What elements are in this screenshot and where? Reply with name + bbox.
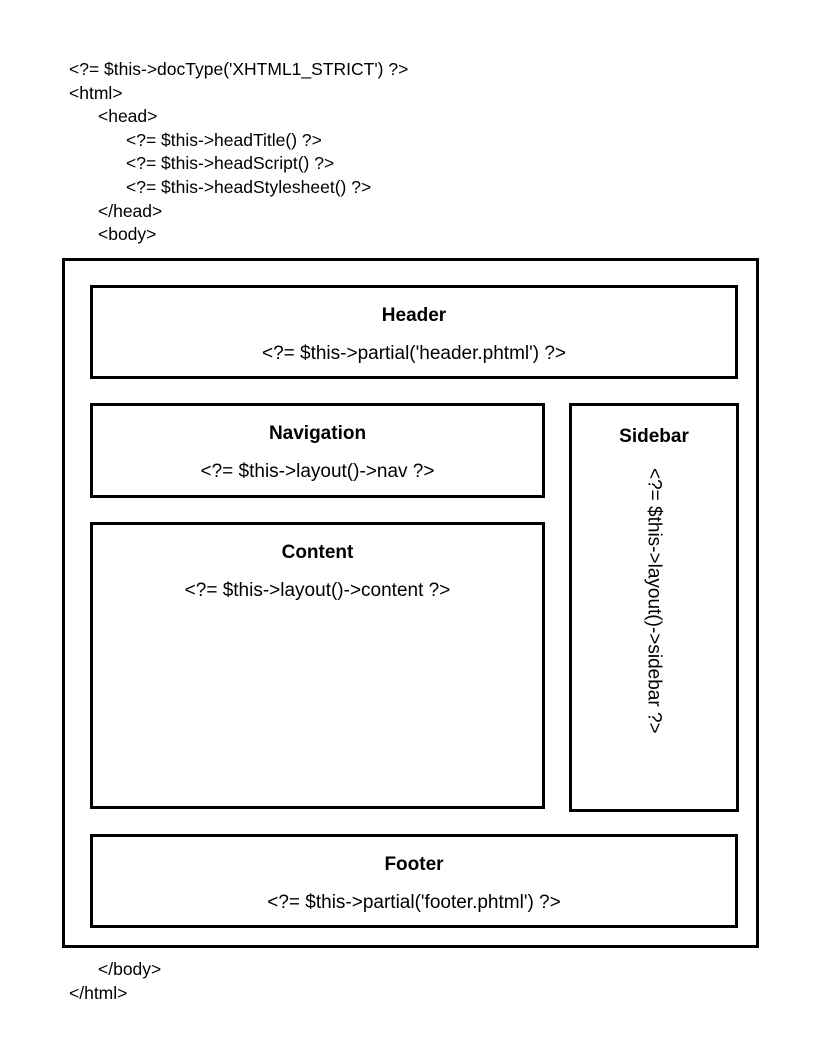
code-block-top: <?= $this->docType('XHTML1_STRICT') ?> <… xyxy=(69,58,589,247)
navigation-box: Navigation <?= $this->layout()->nav ?> xyxy=(90,403,545,498)
code-line: <?= $this->headStylesheet() ?> xyxy=(126,176,372,197)
sidebar-box: Sidebar <?= $this->layout()->sidebar ?> xyxy=(569,403,739,812)
header-box-code: <?= $this->partial('header.phtml') ?> xyxy=(261,343,567,364)
code-line: <html> xyxy=(69,82,123,103)
header-box: Header <?= $this->partial('header.phtml'… xyxy=(90,285,738,379)
code-line: </html> xyxy=(69,982,128,1003)
content-box-title: Content xyxy=(281,542,354,563)
navigation-box-title: Navigation xyxy=(268,423,367,444)
code-line: </body> xyxy=(98,959,162,979)
code-line: <head> xyxy=(98,106,158,127)
code-line: <?= $this->docType('XHTML1_STRICT') ?> xyxy=(69,59,409,79)
footer-box: Footer <?= $this->partial('footer.phtml'… xyxy=(90,834,738,928)
layout-diagram-container: Header <?= $this->partial('header.phtml'… xyxy=(62,258,759,948)
sidebar-box-title: Sidebar xyxy=(619,426,689,447)
code-line: </head> xyxy=(98,200,163,221)
footer-box-code: <?= $this->partial('footer.phtml') ?> xyxy=(267,892,561,913)
footer-box-title: Footer xyxy=(384,854,444,875)
content-box-code: <?= $this->layout()->content ?> xyxy=(184,580,451,601)
content-box: Content <?= $this->layout()->content ?> xyxy=(90,522,545,809)
code-line: <?= $this->headScript() ?> xyxy=(126,153,335,174)
code-line: <body> xyxy=(98,224,157,245)
code-block-bottom: </body> </html> xyxy=(69,958,589,1005)
header-box-title: Header xyxy=(381,305,447,326)
sidebar-box-code: <?= $this->layout()->sidebar ?> xyxy=(643,468,665,734)
navigation-box-code: <?= $this->layout()->nav ?> xyxy=(200,461,435,482)
code-line: <?= $this->headTitle() ?> xyxy=(126,129,322,150)
